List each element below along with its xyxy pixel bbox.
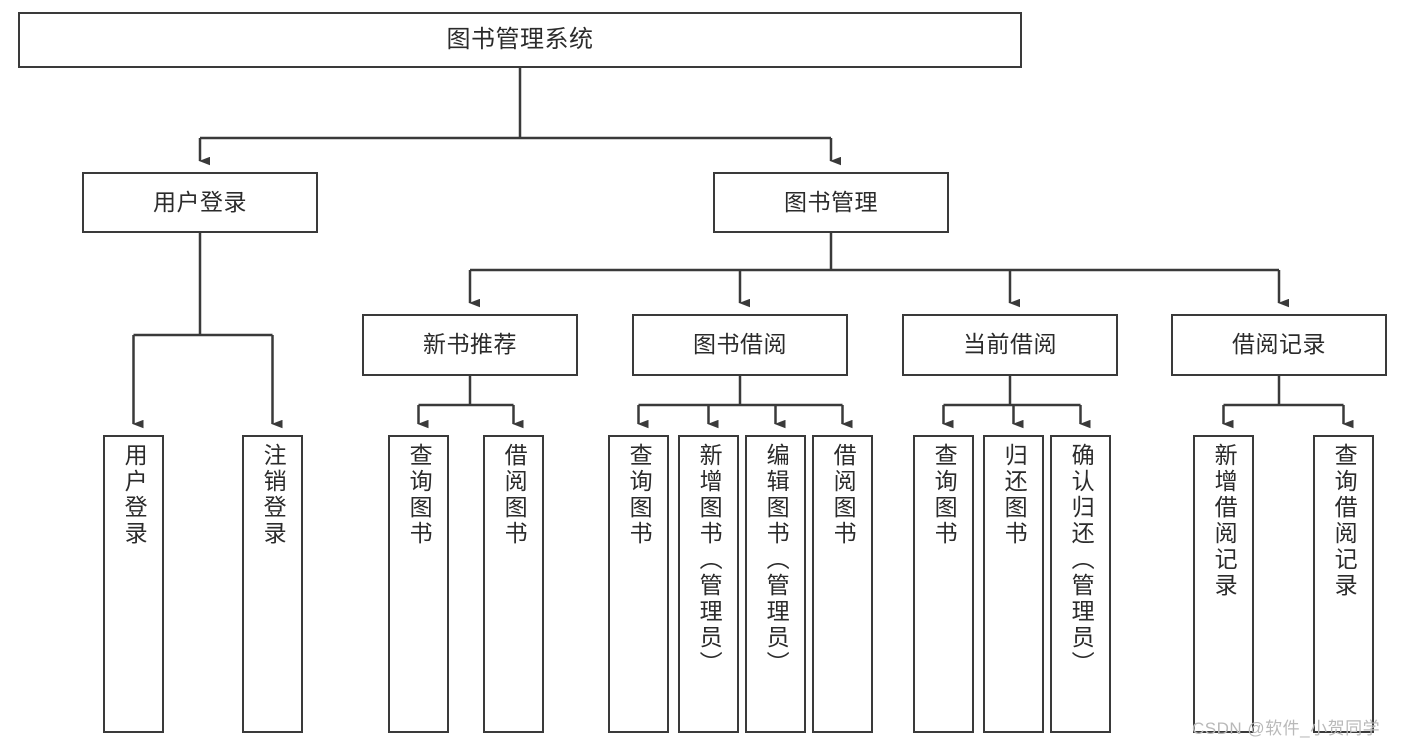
node-label: 图书管理 [784, 188, 878, 215]
node-root[interactable]: 图书管理系统 [18, 12, 1022, 68]
node-leaf-bb-edit[interactable]: 编辑图书（管理员） [745, 435, 806, 733]
node-leaf-br-query[interactable]: 查询借阅记录 [1313, 435, 1374, 733]
node-label: 查询借阅记录 [1331, 443, 1358, 599]
node-label: 确认归还（管理员） [1068, 443, 1095, 677]
node-leaf-bb-borrow[interactable]: 借阅图书 [812, 435, 873, 733]
node-label: 查询图书 [931, 443, 958, 547]
node-label: 借阅记录 [1232, 331, 1326, 358]
node-label: 归还图书 [1001, 443, 1028, 547]
node-records[interactable]: 借阅记录 [1171, 314, 1387, 376]
node-leaf-cb-confirm[interactable]: 确认归还（管理员） [1050, 435, 1111, 733]
node-label: 当前借阅 [963, 331, 1057, 358]
node-leaf-user-login[interactable]: 用户登录 [103, 435, 164, 733]
node-label: 查询图书 [626, 443, 653, 547]
node-leaf-br-add[interactable]: 新增借阅记录 [1193, 435, 1254, 733]
node-leaf-bb-query[interactable]: 查询图书 [608, 435, 669, 733]
node-label: 图书管理系统 [446, 25, 594, 53]
node-label: 借阅图书 [501, 443, 528, 547]
node-label: 新增借阅记录 [1211, 443, 1238, 599]
node-label: 新书推荐 [423, 331, 517, 358]
node-label: 编辑图书（管理员） [763, 443, 790, 677]
node-leaf-nb-borrow[interactable]: 借阅图书 [483, 435, 544, 733]
node-leaf-nb-query[interactable]: 查询图书 [388, 435, 449, 733]
node-label: 查询图书 [406, 443, 433, 547]
node-borrow[interactable]: 图书借阅 [632, 314, 848, 376]
node-bookmgmt[interactable]: 图书管理 [713, 172, 949, 233]
node-leaf-bb-add[interactable]: 新增图书（管理员） [678, 435, 739, 733]
csdn-watermark: CSDN @软件_小贺同学 [1192, 719, 1381, 738]
node-current[interactable]: 当前借阅 [902, 314, 1118, 376]
node-newbook[interactable]: 新书推荐 [362, 314, 578, 376]
node-leaf-user-logout[interactable]: 注销登录 [242, 435, 303, 733]
node-label: 注销登录 [260, 443, 287, 547]
node-label: 图书借阅 [693, 331, 787, 358]
node-label: 新增图书（管理员） [696, 443, 723, 677]
node-login[interactable]: 用户登录 [82, 172, 318, 233]
node-label: 用户登录 [153, 188, 247, 215]
node-leaf-cb-query[interactable]: 查询图书 [913, 435, 974, 733]
node-label: 借阅图书 [830, 443, 857, 547]
node-label: 用户登录 [121, 443, 148, 547]
node-leaf-cb-return[interactable]: 归还图书 [983, 435, 1044, 733]
